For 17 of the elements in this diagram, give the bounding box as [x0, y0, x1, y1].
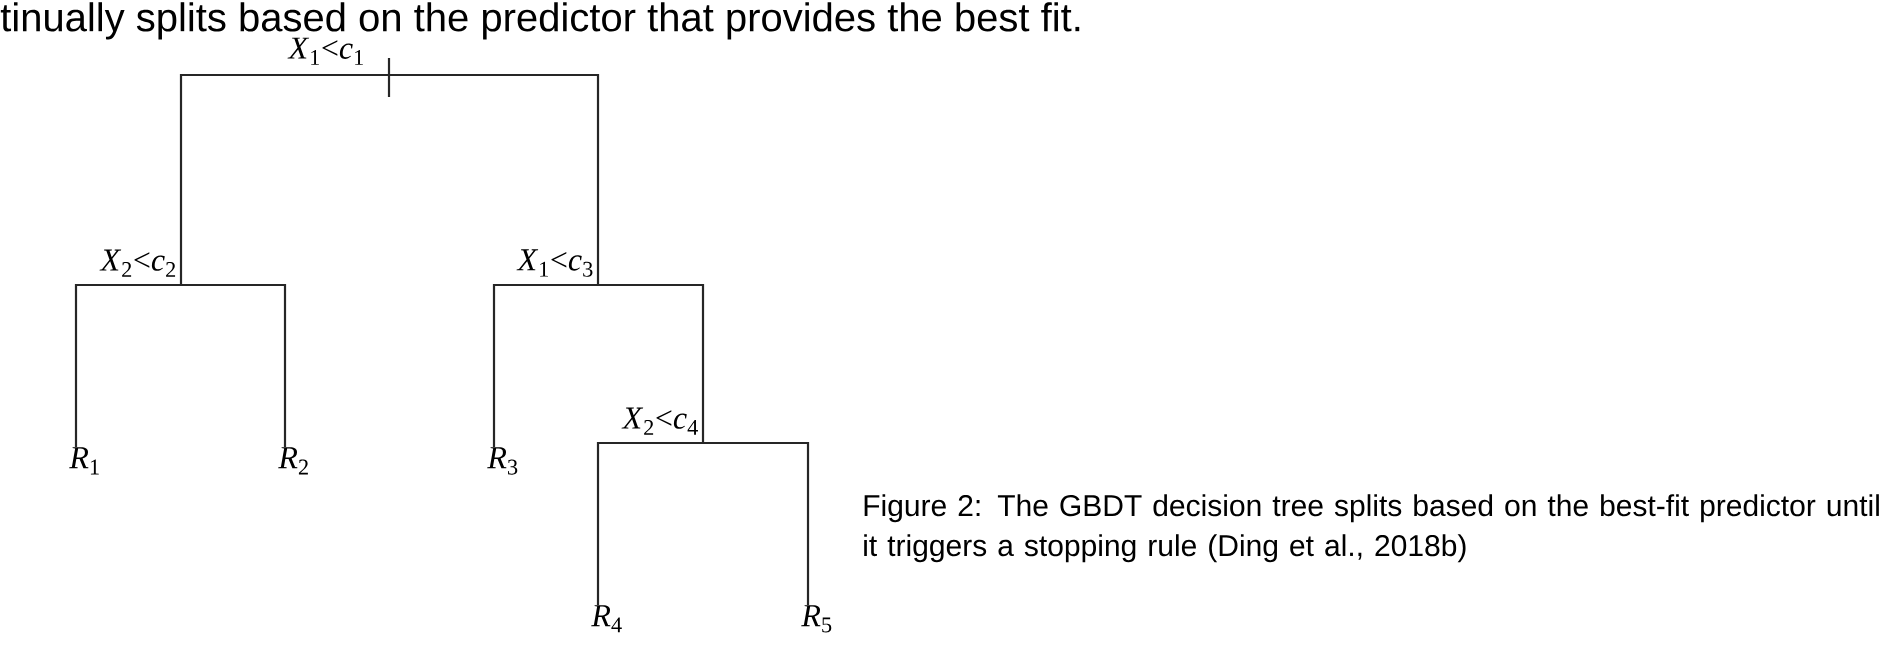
split-condition: X$_{1}$<c$_{3}$: [516, 249, 593, 277]
tree-branch: [492, 283, 598, 447]
tree-branch: [598, 283, 705, 443]
tree-branch: [596, 441, 703, 605]
tree-branch: [703, 441, 810, 605]
leaf-region: R$_{3}$: [487, 447, 518, 475]
figure-caption: Figure 2: The GBDT decision tree splits based on the best-fit predictor until it triggers a stopping rule (Ding et al., 2018b): [864, 494, 1879, 563]
leaf-region: R$_{5}$: [801, 605, 832, 633]
split-condition: X$_{2}$<c$_{2}$: [99, 249, 176, 277]
leaf-region: R$_{1}$: [69, 447, 99, 475]
leaf-region: R$_{4}$: [591, 605, 622, 633]
tree-branch: [74, 283, 181, 447]
tree-branch: [181, 283, 287, 447]
split-condition: X$_{2}$<c$_{4}$: [621, 407, 698, 435]
tree-branch: [179, 73, 389, 285]
tree-branch: [389, 73, 600, 285]
leaf-region: R$_{2}$: [278, 447, 308, 475]
